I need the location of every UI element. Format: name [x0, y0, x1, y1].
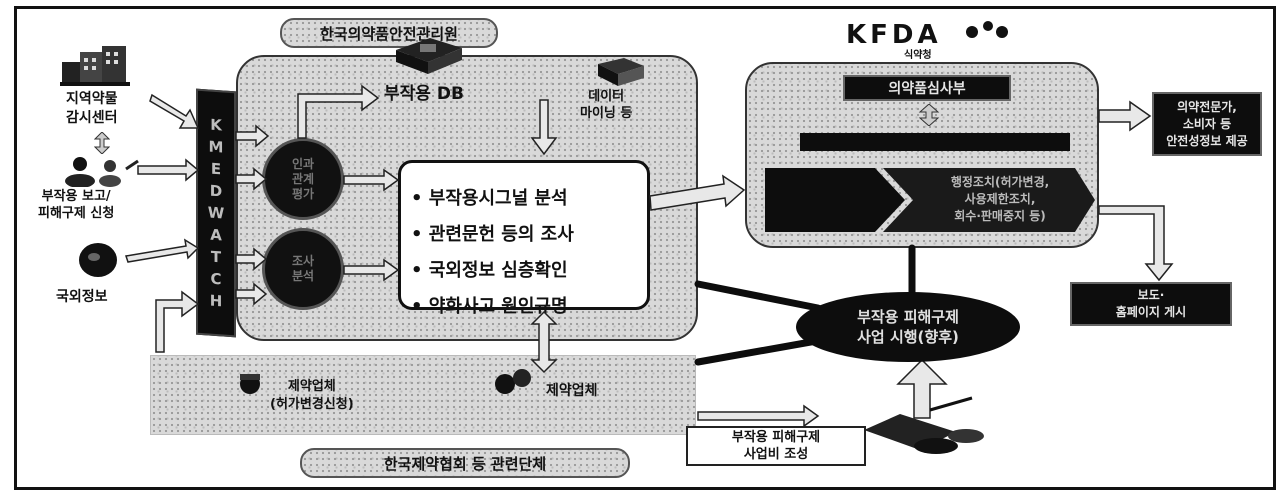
analysis-item: 부작용시그널 분석 — [411, 181, 647, 217]
analysis-item: 국외정보 심층확인 — [411, 253, 647, 289]
regional-center-label: 지역약물 감시센터 — [66, 91, 118, 126]
safety-action-box: 행정조치(허가변경, 사용제한조치, 회수·판매중지 등) — [765, 168, 1095, 232]
kfda-logo-text: KFDA — [846, 20, 942, 50]
ae-db-icon — [390, 36, 466, 76]
pharma-left-label: 제약업체 (허가변경신청) — [270, 379, 354, 412]
ae-report-label: 부작용 보고/ 피해구제 신청 — [38, 189, 115, 221]
pharma-right-label: 제약업체 — [546, 383, 598, 399]
data-mining-label: 데이터 마이닝 등 — [580, 89, 633, 121]
analysis-box: 부작용시그널 분석 관련문헌 등의 조사 국외정보 심층확인 약화사고 원인규명 — [398, 160, 650, 317]
kidsa-title: 한국의약품안전관리원 — [280, 18, 498, 48]
relief-fund-box: 부작용 피해구제 사업비 조성 — [686, 426, 866, 466]
analysis-item: 약화사고 원인규명 — [411, 289, 647, 325]
relief-program-ellipse: 부작용 피해구제 사업 시행(향후) — [796, 292, 1020, 362]
data-mining-icon — [594, 58, 646, 86]
money-icon — [864, 396, 984, 454]
double-arrow-icon — [93, 131, 111, 155]
safety-action-text: 행정조치(허가변경, 사용제한조치, 회수·판매중지 등) — [950, 175, 1050, 223]
ae-db-label: 부작용 DB — [384, 84, 464, 104]
review-bar — [800, 133, 1070, 151]
foreign-info-label: 국외정보 — [56, 289, 108, 305]
globe-icon — [78, 242, 118, 278]
press-homepage-output: 보도· 홈페이지 게시 — [1070, 282, 1232, 326]
kfda-sub-label: 식약청 — [904, 50, 932, 61]
kfda-logo: KFDA — [846, 20, 1026, 60]
analysis-item: 관련문헌 등의 조사 — [411, 217, 647, 253]
safety-info-output: 의약전문가, 소비자 등 안전성정보 제공 — [1152, 92, 1262, 156]
double-arrow-icon — [918, 103, 940, 127]
pharma-icons — [240, 369, 531, 394]
kpma-title: 한국제약협회 등 관련단체 — [300, 448, 630, 478]
investigation-circle: 조사 분석 — [262, 228, 344, 310]
people-icon — [62, 155, 142, 188]
review-dept-box: 의약품심사부 — [843, 75, 1011, 101]
building-icon — [60, 44, 130, 86]
pharma-area — [150, 355, 696, 435]
